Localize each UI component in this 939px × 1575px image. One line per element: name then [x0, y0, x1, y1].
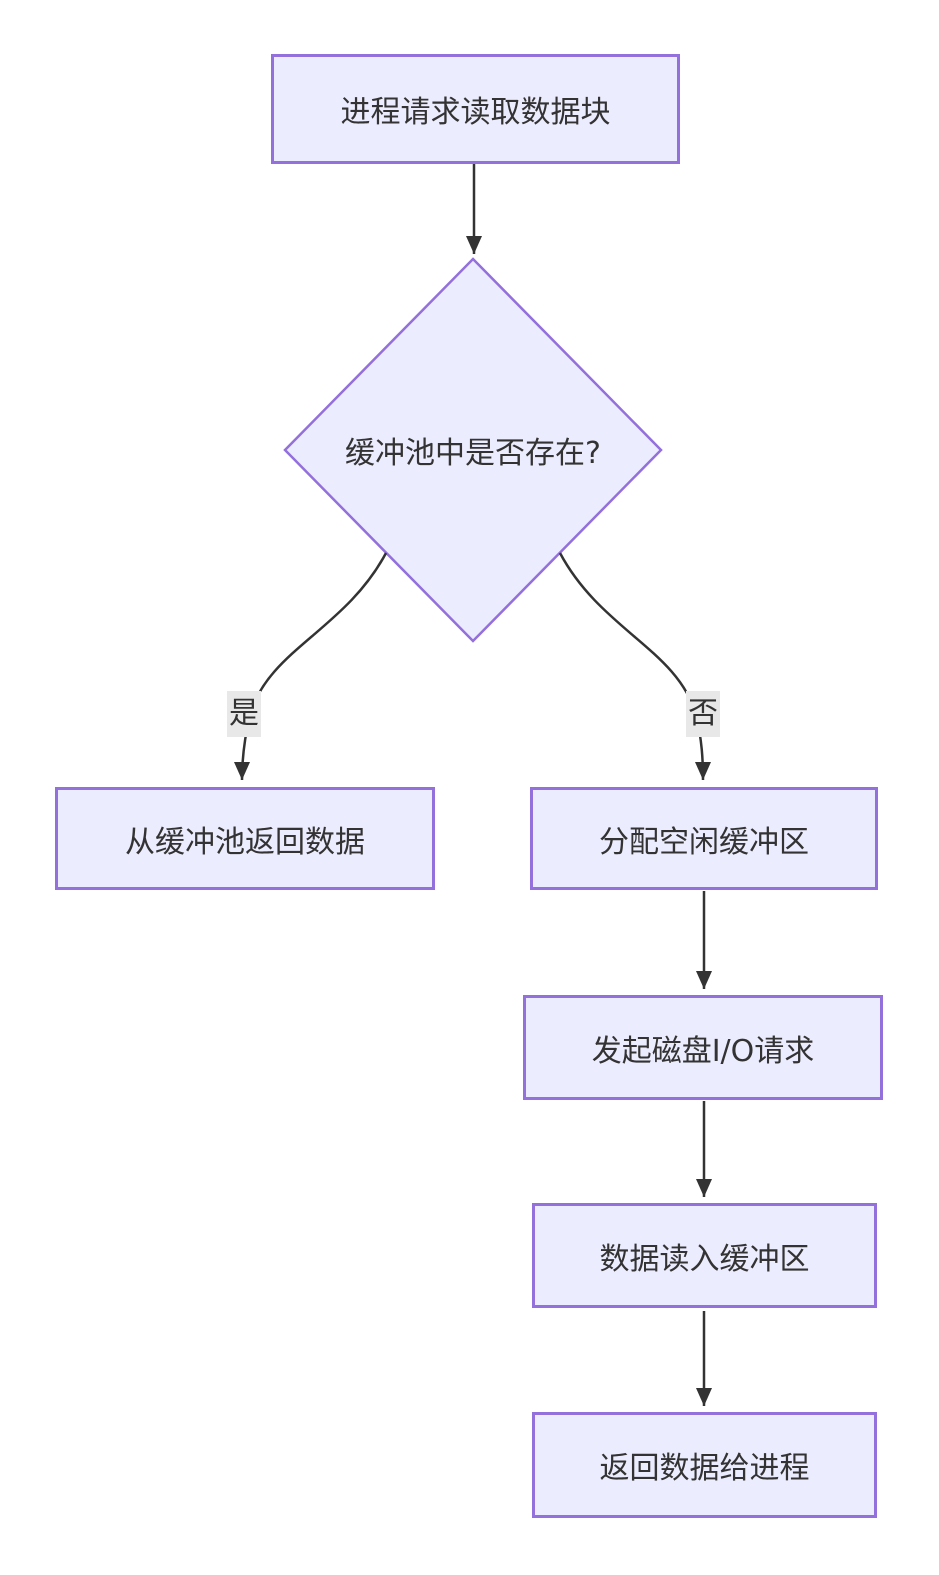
decision-diamond-shape — [283, 257, 663, 643]
node-return-to-process: 返回数据给进程 — [532, 1412, 877, 1518]
node-allocate-buffer: 分配空闲缓冲区 — [530, 787, 878, 890]
node-return-to-process-label: 返回数据给进程 — [599, 1451, 810, 1486]
node-process-request-label: 进程请求读取数据块 — [340, 95, 611, 130]
node-read-into-buffer: 数据读入缓冲区 — [532, 1203, 877, 1308]
node-disk-io-request-label: 发起磁盘I/O请求 — [591, 1033, 815, 1069]
node-disk-io-request: 发起磁盘I/O请求 — [523, 995, 883, 1100]
node-read-into-buffer-label: 数据读入缓冲区 — [599, 1241, 810, 1277]
node-return-from-pool: 从缓冲池返回数据 — [55, 787, 435, 890]
node-decision-label: 缓冲池中是否存在? — [345, 436, 601, 471]
node-allocate-buffer-label: 分配空闲缓冲区 — [599, 824, 809, 860]
edge-decision-alloc — [558, 552, 711, 781]
node-process-request: 进程请求读取数据块 — [271, 54, 680, 164]
edge-label-yes: 是 — [227, 691, 261, 737]
edge-label-no: 否 — [686, 691, 720, 737]
edge-decision-return-pool — [234, 552, 388, 781]
node-return-from-pool-label: 从缓冲池返回数据 — [125, 824, 365, 860]
